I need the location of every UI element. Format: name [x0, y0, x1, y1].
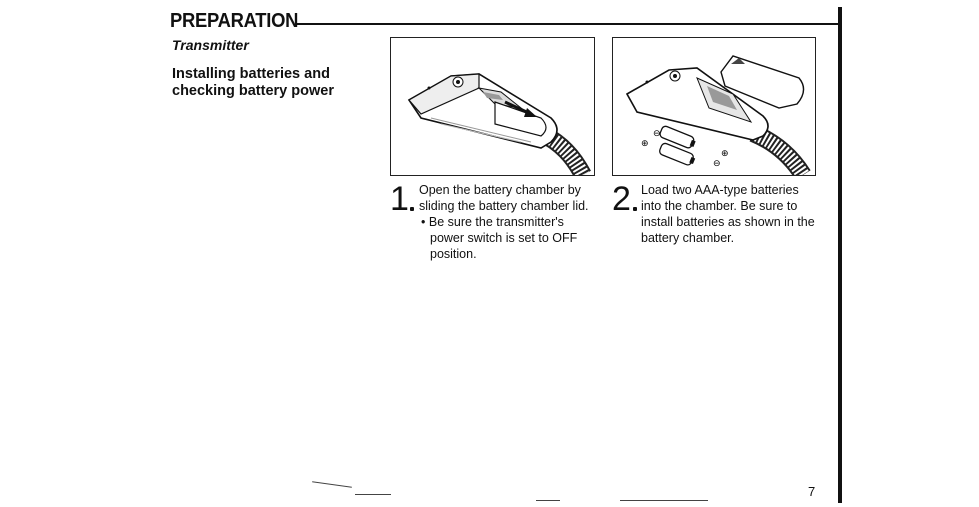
figure-load-batteries: ⊖ ⊕ ⊕ ⊖: [612, 37, 816, 176]
step-dot-1: [410, 207, 414, 211]
figure-open-battery-chamber: [390, 37, 595, 176]
step-dot-2: [633, 207, 637, 211]
polarity-minus-label-2: ⊖: [713, 159, 721, 169]
polarity-plus-label-2: ⊕: [721, 149, 729, 159]
section-title: PREPARATION: [170, 10, 299, 32]
page-edge-rule: [838, 7, 842, 503]
page-number: 7: [808, 484, 816, 499]
step-number-2: 2: [612, 180, 631, 218]
side-heading: Installing batteries and checking batter…: [172, 66, 334, 99]
step-1: Open the battery chamber by sliding the …: [419, 182, 599, 262]
polarity-minus-label: ⊖: [653, 129, 661, 139]
step-1-text: Open the battery chamber by sliding the …: [419, 183, 589, 213]
section-subtitle: Transmitter: [172, 37, 249, 53]
scan-artifact: [312, 481, 352, 488]
scan-artifact: [355, 494, 391, 495]
polarity-plus-label: ⊕: [641, 139, 649, 149]
scan-artifact: [536, 500, 560, 501]
step-1-note: • Be sure the transmitter's power switch…: [421, 215, 578, 261]
scan-artifact: [620, 500, 708, 501]
step-2-text: Load two AAA-type batteries into the cha…: [641, 183, 815, 245]
title-rule: [297, 23, 839, 25]
step-number-1: 1: [390, 180, 409, 218]
step-2: Load two AAA-type batteries into the cha…: [641, 182, 819, 246]
step-1-note-text: Be sure the transmitter's power switch i…: [428, 215, 578, 261]
